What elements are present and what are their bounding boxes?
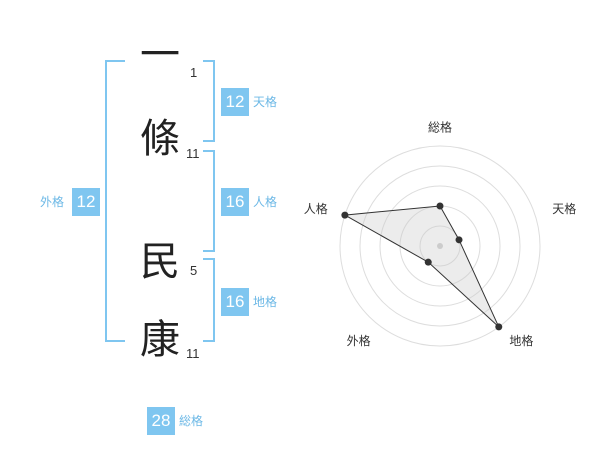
tenkaku-value-badge: 12 [221,88,249,116]
radar-grid-ring [419,225,461,267]
chikaku-value-badge: 16 [221,288,249,316]
stroke-count-1: 1 [190,65,198,80]
radar-data-point [495,323,503,331]
radar-series-polygon [343,205,500,328]
radar-axis-label: 天格 [552,201,576,216]
radar-axis-label: 総格 [428,120,452,135]
name-char-3: 民 [140,239,180,285]
gaikaku-bracket [105,60,125,342]
jinkaku-label: 人格 [253,195,278,209]
stroke-count-3: 5 [190,263,198,278]
tenkaku-bracket [203,60,215,142]
radar-center-dot [437,243,443,249]
tenkaku-label: 天格 [253,95,278,109]
chikaku-label: 地格 [253,295,278,309]
name-char-1: 一 [140,32,180,78]
radar-data-point [424,258,432,266]
radar-axis-label: 人格 [304,201,328,216]
gaikaku-value-badge: 12 [72,188,100,216]
radar-grid-ring [379,185,501,307]
radar-grid-ring [339,145,541,347]
radar-axis-label: 外格 [347,333,371,348]
radar-data-point [436,202,444,210]
chikaku-bracket [203,258,215,342]
soukaku-label: 総格 [179,414,204,428]
stroke-count-2: 11 [186,146,200,161]
soukaku-value-badge: 28 [147,407,175,435]
stroke-count-4: 11 [186,346,200,361]
jinkaku-bracket [203,150,215,252]
radar-grid-ring [359,165,521,327]
radar-data-point [455,236,463,244]
name-char-4: 康 [140,317,180,363]
jinkaku-value-badge: 16 [221,188,249,216]
name-char-2: 條 [140,116,180,162]
gaikaku-label: 外格 [40,195,65,209]
radar-axis-label: 地格 [509,333,533,348]
radar-data-point [341,211,349,219]
